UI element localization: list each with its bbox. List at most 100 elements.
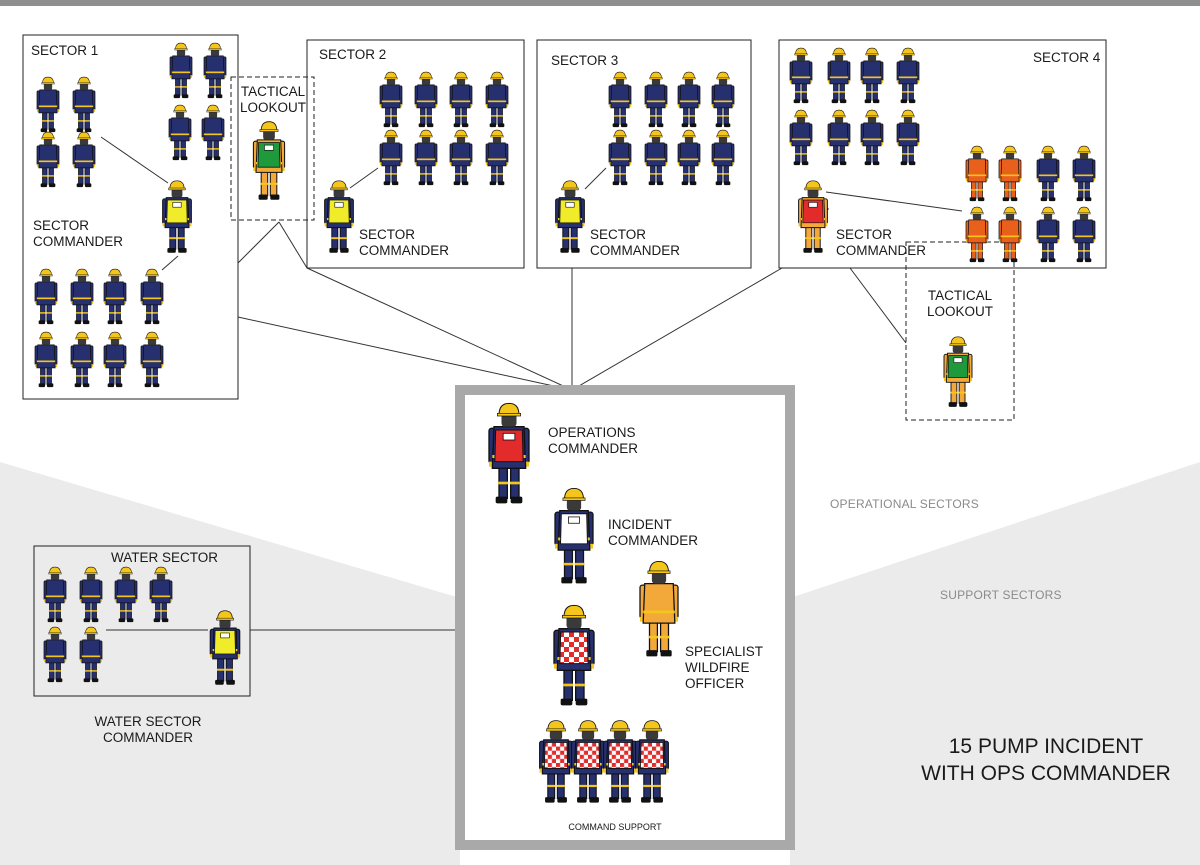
sector-1-firefighter-13: [34, 331, 58, 388]
tactical-lookout-a-label: TACTICAL LOOKOUT: [239, 84, 306, 115]
command-support-officer: [553, 604, 595, 706]
sector-3-box: [536, 39, 752, 269]
command-support-label: COMMAND SUPPORT: [568, 822, 662, 832]
diagram-title: 15 PUMP INCIDENT WITH OPS COMMANDER: [921, 735, 1171, 785]
sector-1-commander-label: SECTOR COMMANDER: [33, 218, 123, 249]
sector-1-title: SECTOR 1: [31, 43, 99, 58]
operations-commander-label: OPERATIONS COMMANDER: [548, 425, 638, 456]
sector-2-firefighter-22: [414, 129, 438, 186]
sector-1-firefighter-3: [36, 131, 60, 188]
sector-1-firefighter-7: [168, 104, 192, 161]
sector-4-firefighter-43: [1036, 145, 1060, 202]
sector-3-firefighter-25: [608, 71, 632, 128]
connector-lines: [100, 136, 963, 718]
sector-3-title: SECTOR 3: [551, 53, 619, 68]
water-sector-commander-label: WATER SECTOR COMMANDER: [94, 714, 202, 745]
sector-1-firefighter-9: [34, 268, 58, 325]
tactical-lookout-a: [252, 121, 286, 200]
sector-4-firefighter-40: [896, 109, 920, 166]
sector-2-title: SECTOR 2: [319, 47, 387, 62]
sector-2-commander-label: SECTOR COMMANDER: [359, 227, 449, 258]
sector-3-commander: [555, 180, 585, 253]
sector-2-firefighter-19: [449, 71, 473, 128]
sector-3-firefighter-29: [608, 129, 632, 186]
sector-3-firefighter-28: [711, 71, 735, 128]
sector-4-firefighter-42: [998, 145, 1022, 202]
sector-1-firefighter-16: [140, 331, 164, 388]
specialist-wildfire-officer-label: SPECIALIST WILDFIRE OFFICER: [685, 644, 764, 691]
operational-sectors-label: OPERATIONAL SECTORS: [830, 497, 979, 511]
water-sector-box: [33, 545, 251, 697]
tactical-lookout-b-label: TACTICAL LOOKOUT: [926, 288, 993, 319]
command-support-member-55: [539, 720, 573, 803]
tactical-lookout-a-box: [230, 76, 315, 221]
sector-4-firefighter-45: [965, 206, 989, 263]
water-sector-commander: [209, 610, 241, 685]
sector-4-firefighter-44: [1072, 145, 1096, 202]
sector-4-firefighter-38: [827, 109, 851, 166]
sector-1-firefighter-2: [72, 76, 96, 133]
sector-2-firefighter-23: [449, 129, 473, 186]
sector-4-commander-label: SECTOR COMMANDER: [836, 227, 926, 258]
sector-2-firefighter-18: [414, 71, 438, 128]
sector-4-firefighter-33: [789, 47, 813, 104]
sector-2-firefighter-24: [485, 129, 509, 186]
firefighter-figures: [34, 42, 1096, 803]
sector-3-firefighter-26: [644, 71, 668, 128]
water-sector-title: WATER SECTOR: [111, 550, 219, 565]
sector-4-firefighter-48: [1072, 206, 1096, 263]
incident-commander: [554, 487, 594, 584]
sector-1-firefighter-4: [72, 131, 96, 188]
sector-4-box: [778, 39, 1107, 269]
tactical-lookout-b-box: [905, 241, 1015, 421]
sector-1-firefighter-15: [103, 331, 127, 388]
sector-4-firefighter-46: [998, 206, 1022, 263]
incident-commander-label: INCIDENT COMMANDER: [608, 517, 698, 548]
sector-4-firefighter-47: [1036, 206, 1060, 263]
command-support-member-58: [635, 720, 669, 803]
sector-1-firefighter-14: [70, 331, 94, 388]
sector-2-box: [306, 39, 525, 269]
sector-3-firefighter-31: [677, 129, 701, 186]
sector-4-firefighter-39: [860, 109, 884, 166]
sector-1-commander: [162, 180, 192, 253]
water-sector-firefighter-49: [43, 566, 67, 623]
operations-commander: [488, 402, 530, 504]
sector-1-firefighter-10: [70, 268, 94, 325]
specialist-wildfire-officer: [639, 560, 679, 657]
sector-2-firefighter-17: [379, 71, 403, 128]
sector-3-commander-label: SECTOR COMMANDER: [590, 227, 680, 258]
sector-3-firefighter-32: [711, 129, 735, 186]
sector-1-firefighter-8: [201, 104, 225, 161]
sector-4-firefighter-41: [965, 145, 989, 202]
sector-4-title: SECTOR 4: [1033, 50, 1101, 65]
water-sector-firefighter-53: [43, 626, 67, 683]
sector-1-firefighter-12: [140, 268, 164, 325]
sector-2-commander: [324, 180, 354, 253]
sector-1-firefighter-1: [36, 76, 60, 133]
sector-1-box: [22, 34, 239, 400]
sector-4-firefighter-36: [896, 47, 920, 104]
tactical-lookout-b: [943, 336, 973, 407]
support-sectors-label: SUPPORT SECTORS: [940, 588, 1062, 602]
water-sector-firefighter-52: [149, 566, 173, 623]
sector-2-firefighter-20: [485, 71, 509, 128]
command-support-member-56: [571, 720, 605, 803]
sector-4-commander: [798, 180, 828, 253]
water-sector-firefighter-54: [79, 626, 103, 683]
sector-4-firefighter-37: [789, 109, 813, 166]
sector-2-firefighter-21: [379, 129, 403, 186]
water-sector-firefighter-51: [114, 566, 138, 623]
sector-3-firefighter-30: [644, 129, 668, 186]
sector-1-firefighter-6: [203, 42, 227, 99]
sector-1-firefighter-5: [169, 42, 193, 99]
sector-3-firefighter-27: [677, 71, 701, 128]
support-zone-right: [790, 462, 1200, 865]
top-rule: [0, 0, 1200, 6]
sector-4-firefighter-35: [860, 47, 884, 104]
water-sector-firefighter-50: [79, 566, 103, 623]
sector-1-firefighter-11: [103, 268, 127, 325]
sector-4-firefighter-34: [827, 47, 851, 104]
